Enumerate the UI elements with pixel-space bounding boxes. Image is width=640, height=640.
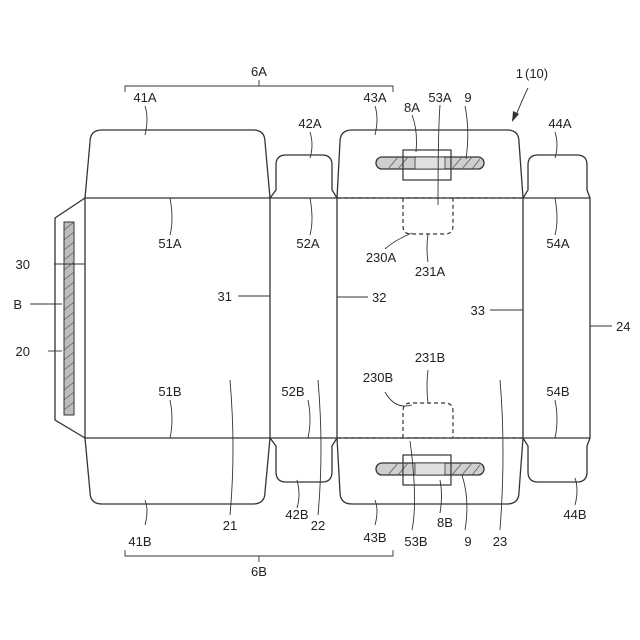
label-6B: 6B	[251, 564, 267, 579]
label-10: (10)	[525, 66, 548, 81]
label-44B: 44B	[563, 507, 586, 522]
bracket-6A	[125, 80, 393, 92]
label-51A: 51A	[158, 236, 181, 251]
label-23: 23	[493, 534, 507, 549]
label-33: 33	[471, 303, 485, 318]
label-42A: 42A	[298, 116, 321, 131]
label-43A: 43A	[363, 90, 386, 105]
leader-lines	[30, 105, 612, 530]
label-22: 22	[311, 518, 325, 533]
reinforcement-8B-inner	[415, 463, 445, 475]
label-53A: 53A	[428, 90, 451, 105]
label-6A: 6A	[251, 64, 267, 79]
top-flap-42A	[270, 155, 337, 198]
label-43B: 43B	[363, 530, 386, 545]
label-231A: 231A	[415, 264, 446, 279]
bottom-flap-44B	[523, 438, 590, 482]
label-41A: 41A	[133, 90, 156, 105]
bottom-flap-41B	[85, 438, 270, 504]
label-42B: 42B	[285, 507, 308, 522]
label-54B: 54B	[546, 384, 569, 399]
label-231B: 231B	[415, 350, 445, 365]
label-32: 32	[372, 290, 386, 305]
reinforcement-8A-inner	[415, 157, 445, 169]
label-230B: 230B	[363, 370, 393, 385]
label-53B: 53B	[404, 534, 427, 549]
cutout-230A	[403, 198, 453, 234]
label-230A: 230A	[366, 250, 397, 265]
label-51B: 51B	[158, 384, 181, 399]
label-8B: 8B	[437, 515, 453, 530]
top-flap-41A	[85, 130, 270, 198]
label-21: 21	[223, 518, 237, 533]
label-52A: 52A	[296, 236, 319, 251]
label-24: 24	[616, 319, 630, 334]
label-44A: 44A	[548, 116, 571, 131]
top-flap-44A	[523, 155, 590, 198]
label-8A: 8A	[404, 100, 420, 115]
label-B: B	[13, 297, 22, 312]
cutout-230B	[403, 403, 453, 438]
label-9-bottom: 9	[464, 534, 471, 549]
label-52B: 52B	[281, 384, 304, 399]
label-31: 31	[218, 289, 232, 304]
label-9-top: 9	[464, 90, 471, 105]
label-1: 1	[516, 66, 523, 81]
label-54A: 54A	[546, 236, 569, 251]
arrow-1-head	[512, 111, 519, 122]
bracket-6B	[125, 550, 393, 562]
label-30: 30	[16, 257, 30, 272]
label-20: 20	[16, 344, 30, 359]
bottom-flap-42B	[270, 438, 337, 482]
label-41B: 41B	[128, 534, 151, 549]
